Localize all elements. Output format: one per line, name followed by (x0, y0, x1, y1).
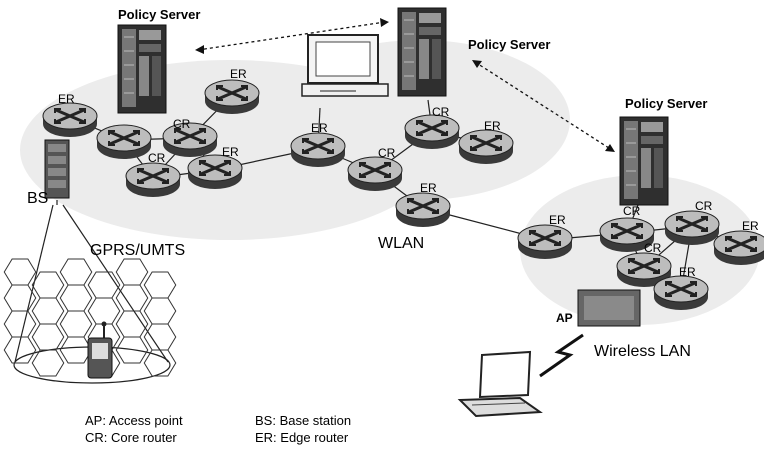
hex-cell (3, 336, 37, 364)
cr-label-1: CR (173, 117, 191, 131)
laptop (457, 350, 543, 418)
cr-label-3: CR (378, 146, 396, 160)
router-er-6 (394, 191, 452, 229)
legend-bs: BS: Base station (255, 413, 351, 428)
hex-cell (87, 271, 121, 299)
er-label-3: ER (222, 145, 239, 159)
policy-server-label-2: Policy Server (468, 37, 550, 52)
hex-cell (59, 284, 93, 312)
desktop-computer (301, 34, 389, 97)
ap-label: AP (556, 311, 573, 325)
cell-coverage (3, 204, 177, 384)
router-er-3 (186, 153, 244, 191)
router-er-2 (203, 78, 261, 116)
cr-label-2: CR (148, 151, 166, 165)
er-label-4: ER (311, 121, 328, 135)
router-cr-7 (663, 209, 721, 247)
router-er-7 (516, 223, 574, 261)
legend: AP: Access point CR: Core router BS: Bas… (85, 413, 351, 445)
base-station (44, 139, 70, 199)
router-er-5 (457, 128, 515, 166)
policy-server-label-1: Policy Server (118, 7, 200, 22)
cr-label-4: CR (432, 105, 450, 119)
legend-ap: AP: Access point (85, 413, 183, 428)
hex-cell (3, 258, 37, 286)
router-er-9 (652, 274, 710, 312)
cr-label-7: CR (644, 241, 662, 255)
bs-label: BS (27, 190, 48, 207)
router-cr-3 (124, 161, 182, 199)
er-label-5: ER (484, 119, 501, 133)
router-er-4 (289, 131, 347, 169)
policy-server-3 (619, 116, 669, 206)
legend-er: ER: Edge router (255, 430, 349, 445)
access-point (577, 289, 641, 327)
hex-cell (59, 336, 93, 364)
router-er-8 (712, 229, 764, 267)
wlan-label: WLAN (378, 235, 424, 252)
policy-server-label-3: Policy Server (625, 96, 707, 111)
mobile-phone (87, 321, 113, 379)
wireless-link (539, 333, 584, 378)
er-label-2: ER (230, 67, 247, 81)
er-label-6: ER (420, 181, 437, 195)
hex-cell (3, 310, 37, 338)
wireless-lan-label: Wireless LAN (594, 343, 691, 360)
legend-cr: CR: Core router (85, 430, 177, 445)
hex-cell (143, 271, 177, 299)
er-label-9: ER (679, 265, 696, 279)
cr-label-6: CR (695, 199, 713, 213)
er-label-7: ER (549, 213, 566, 227)
hex-cell-grid (3, 258, 177, 377)
policy-links (197, 21, 613, 151)
hex-cell (143, 297, 177, 325)
router-cr-5 (403, 113, 461, 151)
er-label-8: ER (742, 219, 759, 233)
gprs-label: GPRS/UMTS (90, 242, 185, 259)
hex-cell (59, 258, 93, 286)
hex-cell (59, 310, 93, 338)
hex-cell (87, 297, 121, 325)
hex-cell (115, 258, 149, 286)
er-label-1: ER (58, 92, 75, 106)
hex-cell (143, 323, 177, 351)
policy-server-1 (117, 24, 167, 114)
hex-cell (31, 349, 65, 377)
hex-cell (31, 271, 65, 299)
policy-server-2 (397, 7, 447, 97)
hex-cell (31, 323, 65, 351)
cr-label-5: CR (623, 204, 641, 218)
hex-cell (143, 349, 177, 377)
hex-cell (31, 297, 65, 325)
router-cr-4 (346, 155, 404, 193)
arrow-heads (195, 18, 615, 152)
router-cr-1 (95, 123, 153, 161)
router-er-1 (41, 101, 99, 139)
hex-cell (115, 336, 149, 364)
